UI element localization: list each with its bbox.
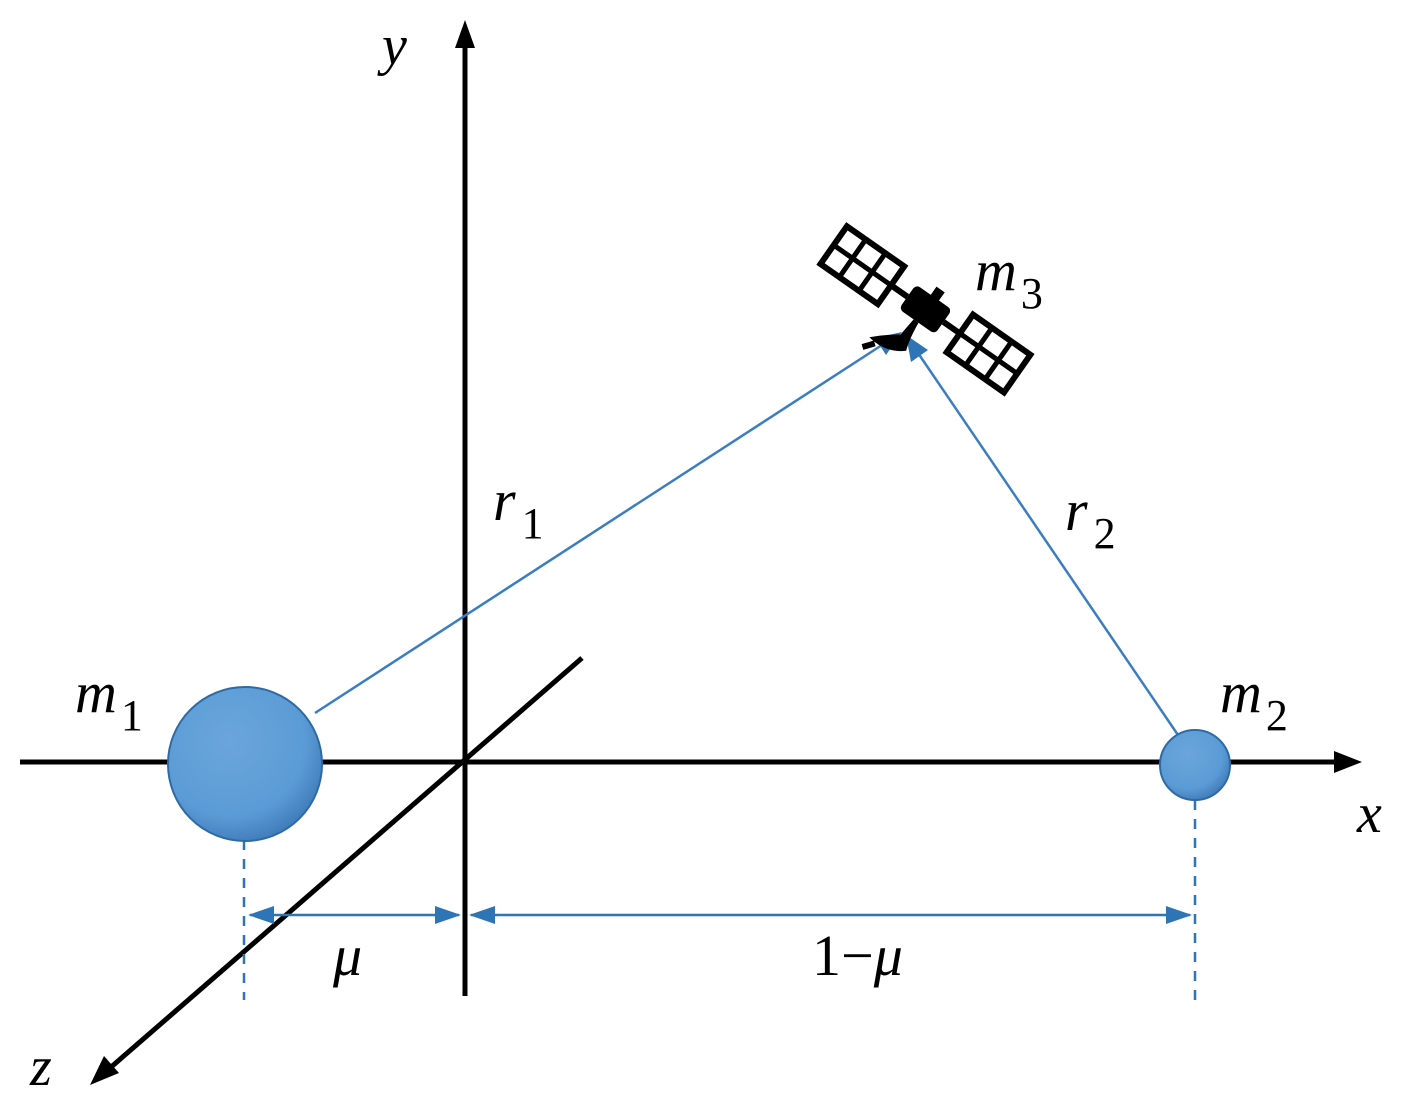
one-minus-mu-number: 1 [812, 923, 841, 988]
satellite-right-panel [942, 310, 1035, 397]
r2-subscript: 2 [1094, 509, 1116, 558]
m3-label: m3 [975, 238, 1043, 318]
r2-vector [916, 352, 1180, 736]
r2-symbol: r [1065, 478, 1088, 543]
y-axis-label: y [377, 15, 407, 77]
z-axis-label: z [29, 1036, 52, 1098]
one-minus-mu-arrowhead-right [1166, 906, 1192, 924]
distance-arrows [248, 906, 1192, 924]
m2-label: m2 [1220, 660, 1288, 740]
r1-symbol: r [493, 468, 516, 533]
m2-body [1159, 729, 1231, 801]
position-vectors [314, 332, 1180, 736]
satellite-body [900, 286, 951, 333]
one-minus-mu-label: 1−μ [812, 923, 903, 988]
m3-symbol: m [975, 238, 1017, 303]
r1-subscript: 1 [522, 499, 544, 548]
m2-symbol: m [1220, 660, 1262, 725]
satellite-dish [869, 313, 919, 352]
mu-label: μ [332, 923, 362, 988]
z-axis [108, 656, 584, 1070]
y-axis-arrowhead [455, 20, 475, 48]
x-axis-label: x [1356, 783, 1382, 845]
mu-arrowhead-right [435, 906, 461, 924]
m1-symbol: m [75, 660, 117, 725]
m3-subscript: 3 [1021, 269, 1043, 318]
m1-label: m1 [75, 660, 143, 740]
m2-subscript: 2 [1266, 691, 1288, 740]
mu-arrowhead-left [248, 906, 274, 924]
z-axis-arrowhead [90, 1056, 119, 1085]
one-minus-mu-arrowhead-left [469, 906, 495, 924]
m1-subscript: 1 [121, 691, 143, 740]
projection-lines [242, 800, 1197, 1000]
satellite-left-panel [816, 222, 909, 309]
one-minus-mu-minus: − [841, 923, 874, 988]
x-axis-arrowhead [1334, 751, 1362, 773]
m1-body [167, 686, 323, 842]
axes [20, 20, 1362, 1085]
r1-vector [314, 343, 883, 715]
r2-arrowhead [906, 335, 928, 362]
one-minus-mu-symbol: μ [873, 923, 903, 988]
satellite-icon [816, 222, 1035, 397]
